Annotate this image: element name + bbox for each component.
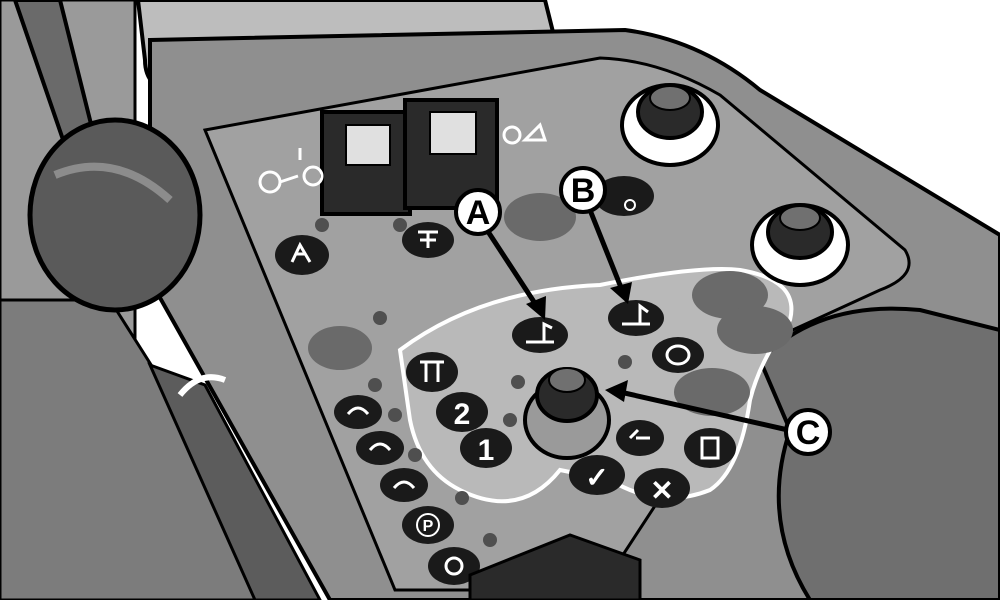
joystick-upper-cap bbox=[649, 85, 691, 111]
oval-button-1[interactable] bbox=[504, 193, 576, 241]
hare-button-body bbox=[356, 431, 404, 465]
confirm-label: ✓ bbox=[585, 462, 608, 493]
oval-button-4[interactable] bbox=[674, 368, 750, 416]
engine-button-body bbox=[428, 547, 480, 585]
callout-b: B bbox=[559, 166, 607, 214]
park-label: P bbox=[423, 518, 434, 535]
rabbit-button-body bbox=[334, 395, 382, 429]
joystick-lower[interactable] bbox=[750, 203, 850, 287]
indicator-led bbox=[511, 375, 525, 389]
steering-button-body bbox=[652, 337, 704, 373]
cruise-button[interactable] bbox=[616, 420, 664, 456]
indicator-led bbox=[315, 218, 329, 232]
range-1-button-body bbox=[460, 428, 512, 468]
indicator-led bbox=[503, 413, 517, 427]
callout-b-arrow bbox=[587, 209, 632, 304]
cancel-button-body bbox=[634, 468, 690, 508]
range-2-button[interactable]: 2 bbox=[436, 392, 488, 432]
rabbit-button[interactable] bbox=[334, 395, 382, 429]
implement-lift-button-body bbox=[512, 317, 568, 353]
joystick-main-cap bbox=[548, 367, 586, 393]
hare-button[interactable] bbox=[356, 431, 404, 465]
park-button[interactable]: P bbox=[402, 506, 454, 544]
implement-lower-icon bbox=[622, 303, 650, 326]
hitch-raise-button[interactable] bbox=[406, 352, 458, 392]
callout-c-circle bbox=[784, 408, 832, 456]
engine-icon bbox=[444, 556, 464, 576]
range-2-button-body bbox=[436, 392, 488, 432]
steering-button[interactable] bbox=[652, 337, 704, 373]
implement-lift-icon bbox=[526, 321, 554, 344]
hitch-raise-button-body bbox=[406, 352, 458, 392]
cancel-button[interactable]: ✕ bbox=[634, 468, 690, 508]
indicator-led bbox=[455, 491, 469, 505]
joystick-lower-cap bbox=[779, 205, 821, 231]
hitch-button[interactable] bbox=[275, 235, 329, 275]
confirm-button-body bbox=[569, 455, 625, 495]
implement-lower-button[interactable] bbox=[608, 300, 664, 336]
turtle-icon bbox=[392, 480, 416, 490]
armrest-right bbox=[757, 306, 1000, 600]
implement-mode-icon bbox=[624, 199, 636, 211]
rocker-switch-left[interactable] bbox=[320, 110, 412, 216]
callout-b-label: B bbox=[571, 172, 596, 210]
turtle-button-body bbox=[380, 468, 428, 502]
engine-button[interactable] bbox=[428, 547, 480, 585]
rocker-switch-right-face bbox=[429, 111, 477, 155]
callout-a-label: A bbox=[466, 194, 491, 232]
lever-slot bbox=[147, 362, 322, 600]
park-button-body bbox=[402, 506, 454, 544]
hitch-raise-icon bbox=[420, 360, 444, 382]
callout-a-arrow bbox=[484, 228, 546, 320]
info-icon bbox=[700, 436, 720, 460]
lever-knob[interactable] bbox=[27, 117, 203, 313]
pto-icon bbox=[418, 230, 438, 248]
implement-lift-button[interactable] bbox=[512, 317, 568, 353]
info-button[interactable] bbox=[684, 428, 736, 468]
rocker-switch-left-face bbox=[345, 124, 391, 166]
indicator-led bbox=[373, 311, 387, 325]
implement-mode-button[interactable] bbox=[594, 176, 654, 216]
hitch-icon bbox=[290, 241, 312, 263]
indicator-led bbox=[483, 533, 497, 547]
rabbit-icon bbox=[346, 406, 370, 416]
indicator-led bbox=[393, 218, 407, 232]
rabbit-icon bbox=[368, 442, 392, 452]
callout-a-circle bbox=[454, 188, 502, 236]
oval-button-5[interactable] bbox=[308, 326, 372, 370]
console-lower-block bbox=[468, 533, 642, 600]
confirm-button[interactable]: ✓ bbox=[569, 455, 625, 495]
slot-highlight bbox=[177, 374, 227, 397]
range-2-label: 2 bbox=[454, 398, 471, 431]
knob-highlight bbox=[53, 162, 173, 203]
indicator-led bbox=[388, 408, 402, 422]
settings-icon bbox=[628, 428, 650, 440]
callout-c: C bbox=[784, 408, 832, 456]
turtle-button[interactable] bbox=[380, 468, 428, 502]
range-1-label: 1 bbox=[478, 434, 495, 467]
callout-b-circle bbox=[559, 166, 607, 214]
pto-button[interactable] bbox=[402, 222, 454, 258]
range-1-button[interactable]: 1 bbox=[460, 428, 512, 468]
cancel-label: ✕ bbox=[650, 475, 673, 506]
info-button-body bbox=[684, 428, 736, 468]
callout-c-arrow bbox=[605, 380, 789, 433]
oval-button-3[interactable] bbox=[717, 306, 793, 354]
callout-c-label: C bbox=[796, 414, 821, 452]
park-ring bbox=[416, 513, 440, 537]
indicator-led bbox=[368, 378, 382, 392]
indicator-led bbox=[618, 355, 632, 369]
callout-a: A bbox=[454, 188, 502, 236]
indicator-led bbox=[408, 448, 422, 462]
implement-mode-button-body bbox=[594, 176, 654, 216]
ignition-icon bbox=[258, 148, 324, 194]
implement-lower-button-body bbox=[608, 300, 664, 336]
joystick-upper[interactable] bbox=[620, 83, 720, 167]
implement-icon bbox=[502, 122, 548, 145]
steering-wheel-icon bbox=[665, 344, 691, 366]
joystick-main[interactable] bbox=[523, 367, 611, 460]
